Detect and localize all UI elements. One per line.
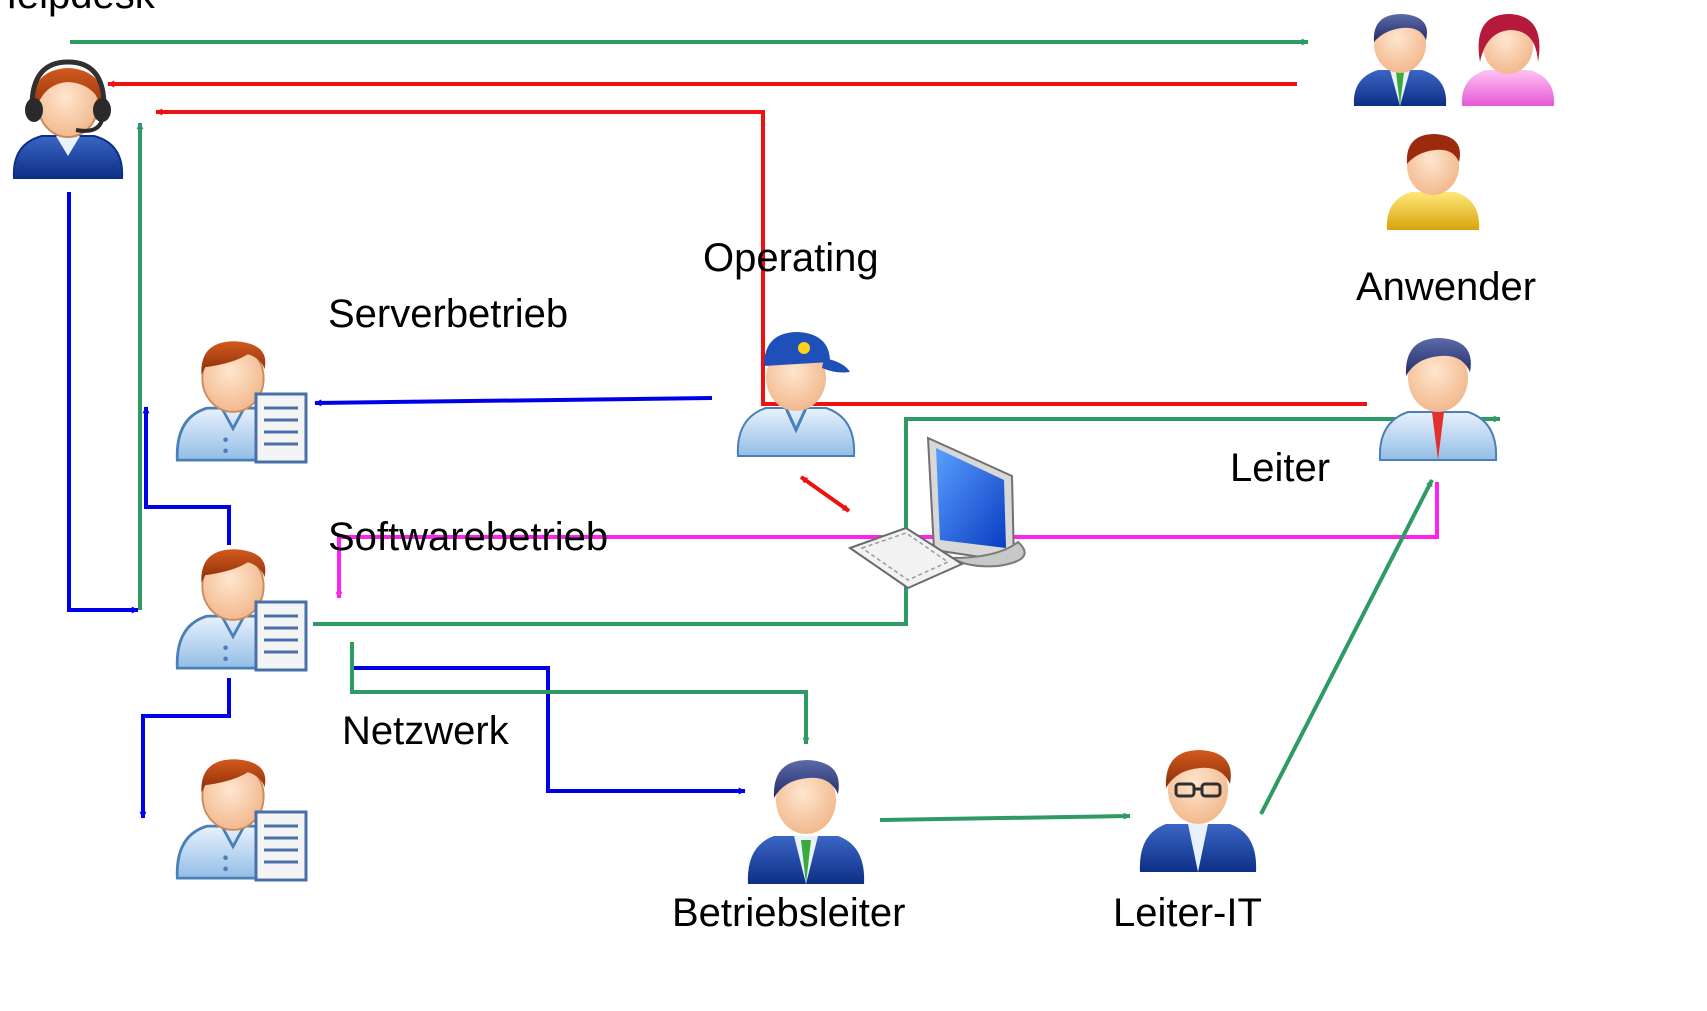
network-admin-icon [175, 757, 308, 882]
blue-arrow-software-to-server [142, 406, 231, 545]
blue-arrow-helpdesk-to-software [67, 192, 139, 614]
user-yellow-icon [1386, 134, 1480, 230]
blue-arrow-software-to-netzwerk [139, 678, 231, 819]
software-admin-icon [175, 547, 308, 672]
server-admin-icon [175, 339, 308, 464]
operator-cap-icon [736, 332, 856, 457]
label-netzwerk: Netzwerk [342, 709, 510, 753]
red-double-arrow-operating-computer [799, 475, 851, 513]
it-manager-glasses-icon [1139, 750, 1257, 872]
label-softwarebetrieb: Softwarebetrieb [328, 515, 608, 559]
label-leiter: Leiter [1230, 446, 1330, 490]
green-arrow-betriebsleiter-to-leiterit [879, 812, 1131, 822]
label-betriebsleiter: Betriebsleiter [672, 891, 905, 935]
label-operating: Operating [703, 236, 879, 280]
manager-green-tie-icon [747, 760, 865, 884]
male-user-icon [1353, 14, 1447, 106]
green-arrow-leiterit-to-leiter [1259, 479, 1434, 815]
label-leiter-it: Leiter-IT [1113, 891, 1262, 935]
label-helpdesk: Helpdesk [0, 0, 156, 17]
label-serverbetrieb: Serverbetrieb [328, 292, 568, 336]
manager-red-tie-icon [1378, 338, 1498, 461]
female-user-icon [1461, 14, 1555, 106]
red-arrow-leiter-to-helpdesk [155, 108, 1367, 406]
blue-arrow-operating-to-server [314, 396, 713, 407]
computer-workstation-icon [847, 436, 1026, 590]
green-arrow-software-to-leiter [313, 415, 1501, 626]
headset-agent-icon [12, 59, 124, 179]
green-arrow-software-to-betriebsleiter [350, 642, 810, 745]
label-anwender: Anwender [1356, 265, 1536, 309]
